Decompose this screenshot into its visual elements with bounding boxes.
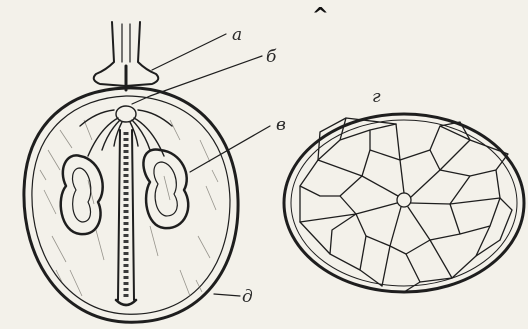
cotyledon-left: [61, 155, 103, 234]
endosperm-shading: [40, 120, 218, 296]
label-d: д: [242, 287, 253, 307]
label-g: г: [372, 87, 381, 107]
label-a: а: [232, 25, 242, 45]
label-b: б: [266, 47, 277, 67]
top-mark: ^: [312, 3, 329, 27]
funiculus: [94, 22, 159, 90]
label-v: в: [276, 115, 286, 135]
embryo-axis: [116, 130, 136, 305]
seed-section: [24, 22, 270, 322]
cross-section: [284, 114, 524, 292]
cell-network: [300, 118, 512, 292]
cotyledon-right: [143, 150, 188, 229]
